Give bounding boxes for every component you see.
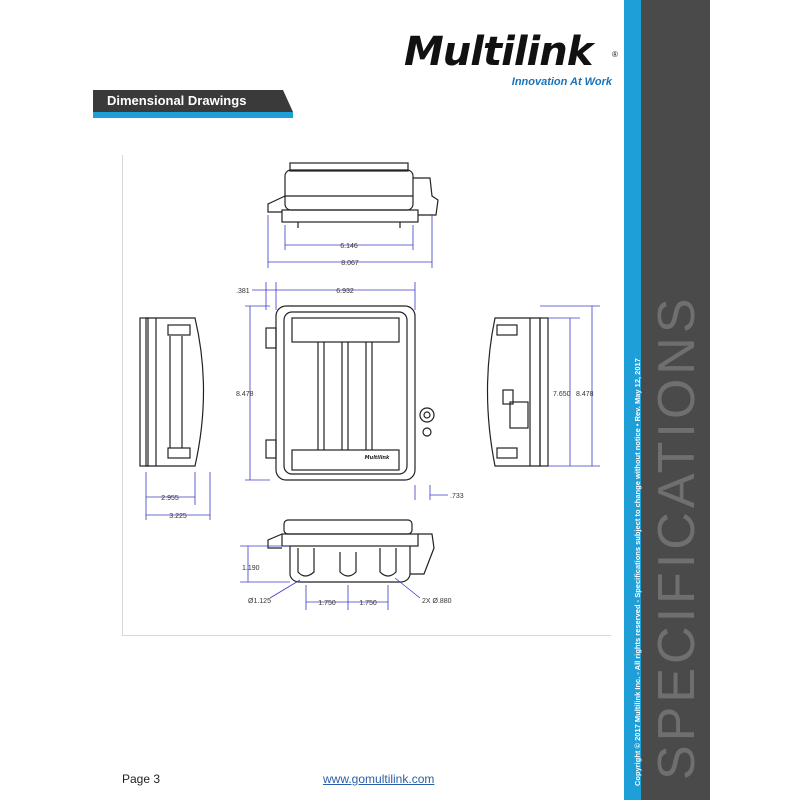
front-view bbox=[265, 305, 435, 481]
website-link[interactable]: www.gomultilink.com bbox=[323, 772, 435, 786]
dim-right-inner-height: 7.650 bbox=[553, 391, 571, 398]
sidebar-dark-strip bbox=[641, 0, 710, 800]
dim-front-width: 6.932 bbox=[336, 288, 354, 295]
dim-front-lip: .381 bbox=[236, 288, 250, 295]
dim-left-overall-depth: 3.225 bbox=[169, 513, 187, 520]
bottom-view bbox=[267, 519, 435, 583]
dimensional-drawing: 6.146 8.067 .381 6.932 8.478 .733 2.955 … bbox=[139, 162, 600, 610]
right-view bbox=[486, 317, 549, 467]
page-number: Page 3 bbox=[122, 772, 161, 786]
copyright-notice: Copyright © 2017 Multilink Inc. - All ri… bbox=[633, 358, 642, 786]
dim-front-height: 8.478 bbox=[236, 391, 254, 398]
dim-bottom-small-holes: 2X Ø.880 bbox=[422, 598, 452, 605]
dim-front-latch: .733 bbox=[450, 493, 464, 500]
nameplate-logo: Multilink bbox=[365, 455, 390, 461]
top-view bbox=[267, 162, 439, 228]
left-view bbox=[139, 317, 205, 467]
section-header-accent bbox=[93, 112, 293, 118]
dim-bottom-spacing-2: 1.750 bbox=[359, 600, 377, 607]
logo-wordmark: Multilink bbox=[404, 29, 593, 75]
section-header: Dimensional Drawings bbox=[93, 90, 293, 118]
dim-right-overall-height: 8.478 bbox=[576, 391, 594, 398]
section-label-vertical: SPECIFICATIONS bbox=[648, 294, 706, 780]
sidebar-accent-strip bbox=[624, 0, 641, 800]
dim-left-inner-depth: 2.955 bbox=[161, 495, 179, 502]
multilink-logo: Multilink ® Innovation At Work bbox=[404, 30, 620, 90]
dim-bottom-spacing-1: 1.750 bbox=[318, 600, 336, 607]
logo-registered-mark: ® bbox=[612, 50, 618, 59]
section-header-background bbox=[93, 90, 293, 112]
dim-bottom-hole-diameter: Ø1.125 bbox=[248, 598, 271, 605]
section-title: Dimensional Drawings bbox=[107, 93, 247, 108]
drawing-frame bbox=[122, 155, 611, 636]
dim-bottom-height: 1.190 bbox=[242, 565, 260, 572]
dim-top-overall-width: 8.067 bbox=[341, 260, 359, 267]
logo-tagline: Innovation At Work bbox=[511, 76, 612, 88]
dim-top-inner-width: 6.146 bbox=[340, 243, 358, 250]
